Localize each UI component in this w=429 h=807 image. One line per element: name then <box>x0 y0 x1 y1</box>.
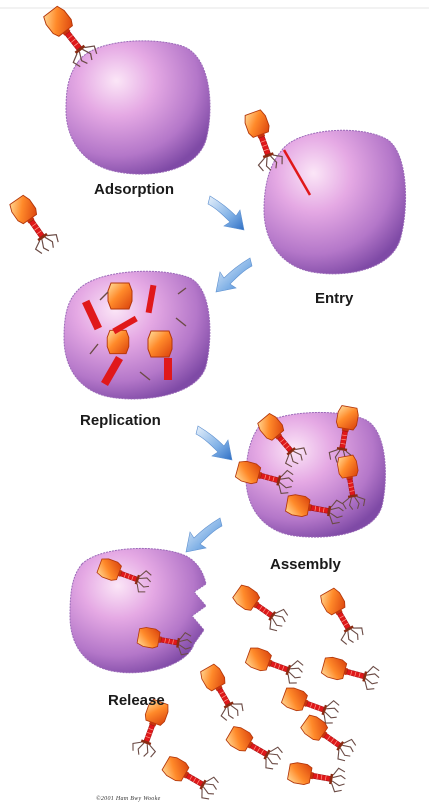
released-phage-icon <box>320 654 381 692</box>
phage-head-icon <box>107 330 129 353</box>
arrow-icon <box>208 196 244 230</box>
released-phage-icon <box>298 712 358 764</box>
adsorption-cell-icon <box>66 41 210 174</box>
released-phage-icon <box>224 723 285 772</box>
released-phage-icon <box>244 644 306 686</box>
released-phage-icon <box>317 586 366 647</box>
stage-label-assembly: Assembly <box>270 556 341 573</box>
released-phage-icon <box>230 582 290 634</box>
arrow-icon <box>216 258 252 292</box>
arrow-icon <box>186 518 222 552</box>
phage-head-icon <box>108 283 132 309</box>
released-phage-icon <box>197 662 246 723</box>
arrow-icon <box>196 426 232 460</box>
stage-label-replication: Replication <box>80 412 161 429</box>
free-bacteriophage-icon <box>6 193 61 257</box>
phage-head-icon <box>148 331 172 357</box>
phage-tail-icon <box>164 358 172 380</box>
released-phage-icon <box>287 760 347 793</box>
replication-cell-icon <box>64 271 210 399</box>
stage-label-entry: Entry <box>315 290 353 307</box>
stage-label-release: Release <box>108 692 165 709</box>
stage-label-adsorption: Adsorption <box>94 181 174 198</box>
released-phage-icon <box>160 753 221 802</box>
copyright-credit: ©2001 Ham Bwy Wooke <box>96 796 161 802</box>
